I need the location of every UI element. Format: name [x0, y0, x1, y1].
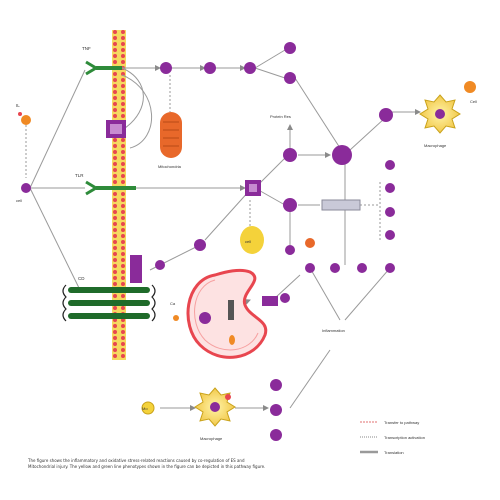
il-label: IL [16, 103, 20, 108]
node-e1 [194, 239, 206, 251]
tnf-label: TNF [82, 46, 91, 51]
node-b1 [283, 148, 297, 162]
node-a4 [284, 42, 296, 54]
cell-ligand-right [464, 81, 476, 93]
line-cell-tnf [29, 69, 86, 189]
pathway-nodes [21, 42, 395, 441]
cell-node-label: cell [16, 198, 22, 203]
ligands [18, 81, 476, 415]
protein-label: Protein Res [270, 114, 291, 119]
macrophage-bottom-label: Macrophage [200, 436, 223, 441]
connection-lines [25, 49, 421, 411]
node-d2 [385, 183, 395, 193]
legend-pathway-label: Transfer to pathway [384, 420, 419, 425]
node-j1 [270, 379, 282, 391]
node-g2 [330, 263, 340, 273]
nucleus-organelle [186, 268, 268, 359]
tlr-receptor [85, 180, 136, 196]
node-g3 [357, 263, 367, 273]
mo-label: Mo [142, 406, 148, 411]
tnf-receptor [85, 60, 122, 76]
node-a3 [244, 62, 256, 74]
node-b2 [283, 198, 297, 212]
caption-line-1: The figure shows the inflammatory and ox… [28, 458, 245, 463]
node-a2 [204, 62, 216, 74]
cd-label: CD [78, 276, 85, 281]
node-a5 [284, 72, 296, 84]
node-j3 [270, 429, 282, 441]
node-g4 [385, 263, 395, 273]
node-d4 [385, 230, 395, 240]
cell-membrane [112, 30, 126, 360]
node-g1 [305, 263, 315, 273]
line-cell-cd [29, 187, 81, 291]
node-d1 [385, 160, 395, 170]
node-f1 [285, 245, 295, 255]
figure-caption: The figure shows the inflammatory and ox… [28, 458, 328, 470]
dna-segment [321, 199, 361, 211]
cell-node [21, 183, 31, 193]
node-a1 [160, 62, 172, 74]
cell-right-label: Cell [470, 99, 477, 104]
legend-activation-label: Transcription activation [384, 435, 425, 440]
caption-line-2: Mitochondrial injury. The yellow and gre… [28, 464, 266, 469]
legend-translation-label: Translation [384, 450, 404, 455]
yellow-vesicle [240, 226, 264, 254]
il-ligand [21, 115, 31, 125]
cd-receptor-complex [62, 284, 156, 322]
mitochondria-organelle [160, 112, 182, 158]
mo-node [141, 401, 155, 415]
tlr-label: TLR [75, 173, 84, 178]
small-node-label: Ca [170, 301, 176, 306]
membrane-channel-bottom [130, 255, 142, 283]
node-j2 [270, 404, 282, 416]
node-hub [332, 145, 352, 165]
node-d3 [385, 207, 395, 217]
mitochondria-label: Mitochondria [158, 164, 182, 169]
macrophage-top-label: Macrophage [424, 143, 447, 148]
node-e2 [155, 260, 165, 270]
node-i1 [199, 312, 211, 324]
pill-label: cell [245, 239, 251, 244]
macrophage-top [419, 94, 461, 134]
nuclear-complex [262, 296, 278, 306]
legend [360, 421, 378, 454]
node-c1 [379, 108, 393, 122]
node-h1 [280, 293, 290, 303]
macrophage-bottom [194, 387, 236, 427]
inflammation-label: Inflammation [322, 328, 345, 333]
